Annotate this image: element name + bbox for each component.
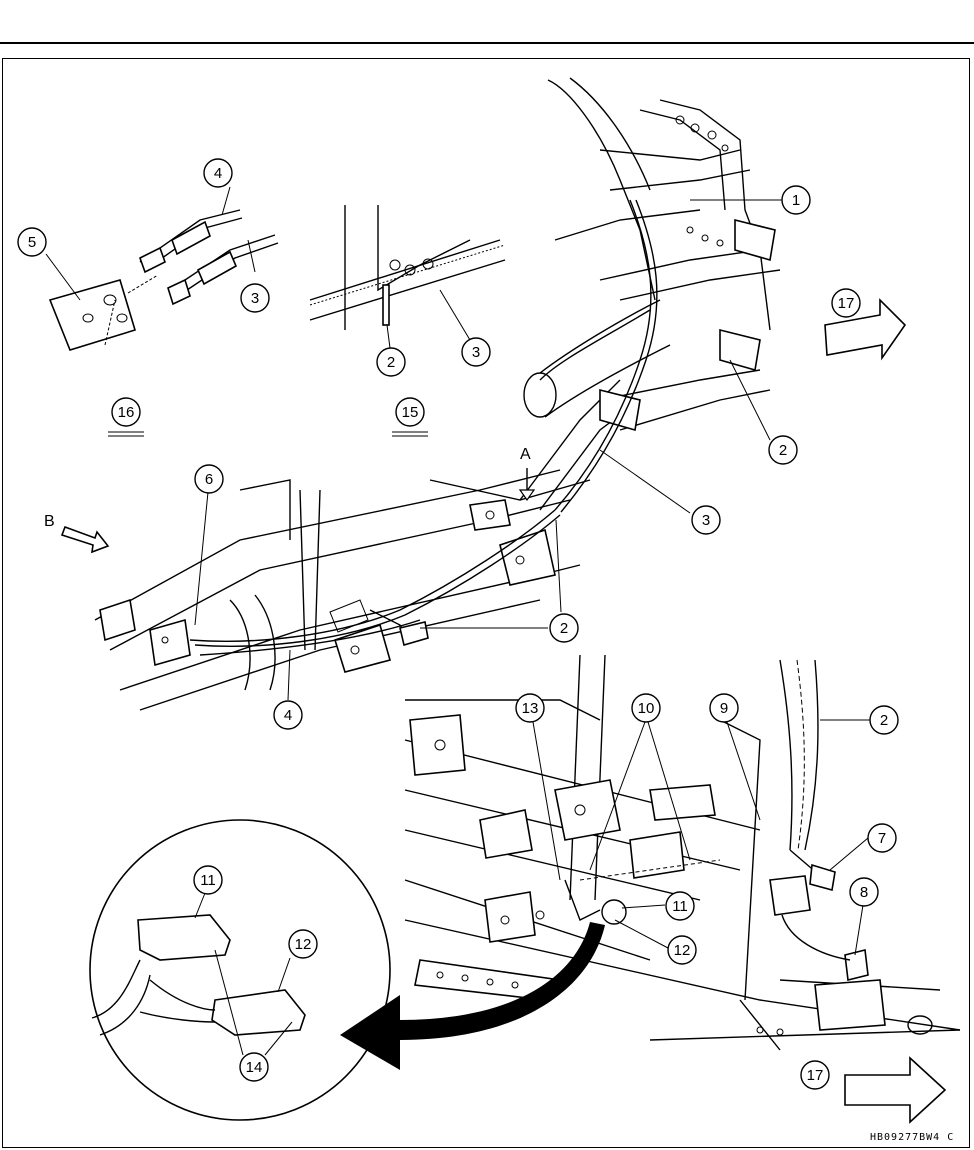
vehicle-frame-middle xyxy=(94,469,591,711)
svg-text:15: 15 xyxy=(402,404,419,421)
callout-7: 7 xyxy=(867,823,897,853)
callout-4-mid: 4 xyxy=(273,700,303,730)
callout-1: 1 xyxy=(781,185,811,215)
svg-text:7: 7 xyxy=(878,830,886,847)
diagram-frame xyxy=(2,58,970,1148)
callout-12-circle: 12 xyxy=(288,929,318,959)
svg-text:14: 14 xyxy=(246,1059,263,1076)
callout-9: 9 xyxy=(709,693,739,723)
callout-17-lower: 17 xyxy=(800,1060,830,1090)
svg-text:4: 4 xyxy=(214,165,222,182)
svg-text:10: 10 xyxy=(638,700,655,717)
svg-text:3: 3 xyxy=(472,344,480,361)
svg-text:3: 3 xyxy=(702,512,710,529)
detail-label-15: 15 xyxy=(392,397,428,437)
leader-lines xyxy=(45,186,870,1056)
svg-text:6: 6 xyxy=(205,471,213,488)
svg-text:11: 11 xyxy=(200,872,216,889)
svg-text:5: 5 xyxy=(28,234,36,251)
svg-text:2: 2 xyxy=(387,354,395,371)
callout-8: 8 xyxy=(849,877,879,907)
callout-5: 5 xyxy=(17,227,47,257)
callout-3-detail: 3 xyxy=(461,337,491,367)
callout-11-lower: 11 xyxy=(665,891,695,921)
cable-2-lower xyxy=(564,659,851,961)
svg-text:4: 4 xyxy=(284,707,292,724)
svg-text:3: 3 xyxy=(251,290,259,307)
callouts: 1 4 5 3 2 3 2 3 6 2 4 13 10 9 2 7 8 11 1… xyxy=(17,158,899,1090)
callout-2-upper-right: 2 xyxy=(768,435,798,465)
svg-text:16: 16 xyxy=(118,404,135,421)
callout-2-detail: 2 xyxy=(376,347,406,377)
svg-text:11: 11 xyxy=(672,898,688,915)
svg-text:2: 2 xyxy=(560,620,568,637)
detail-16-cable-ends xyxy=(48,209,279,351)
svg-text:12: 12 xyxy=(674,942,691,959)
callout-10: 10 xyxy=(631,693,661,723)
vehicle-frame-lower xyxy=(404,654,961,1051)
svg-text:8: 8 xyxy=(860,884,868,901)
cable-3-upper xyxy=(554,199,658,513)
callout-6: 6 xyxy=(194,464,224,494)
callout-3-top-left: 3 xyxy=(240,283,270,313)
view-label-b: B xyxy=(44,513,55,530)
callout-2-lower: 2 xyxy=(869,705,899,735)
svg-text:17: 17 xyxy=(807,1067,824,1084)
callout-17-upper: 17 xyxy=(831,288,861,318)
magnified-detail-11-12 xyxy=(89,819,391,1121)
drawing-code: HB09277BW4 C xyxy=(870,1132,954,1143)
view-label-a: A xyxy=(520,446,531,463)
callout-12-lower: 12 xyxy=(667,935,697,965)
svg-text:13: 13 xyxy=(522,700,539,717)
svg-text:1: 1 xyxy=(792,192,800,209)
callout-14: 14 xyxy=(239,1052,269,1082)
svg-text:12: 12 xyxy=(295,936,312,953)
zoom-arrow xyxy=(340,899,627,1070)
callout-13: 13 xyxy=(515,693,545,723)
view-arrow-a: A xyxy=(518,446,536,502)
front-arrow-lower xyxy=(844,1056,947,1124)
callout-11-circle: 11 xyxy=(193,865,223,895)
svg-text:17: 17 xyxy=(838,295,855,312)
callout-3-mid: 3 xyxy=(691,505,721,535)
view-arrow-b: B xyxy=(44,513,110,554)
callout-2-mid: 2 xyxy=(549,613,579,643)
vehicle-frame-upper xyxy=(519,77,781,511)
front-arrow-upper xyxy=(824,298,907,361)
svg-text:9: 9 xyxy=(720,700,728,717)
cables-middle xyxy=(189,509,561,656)
detail-15-cable-clamp xyxy=(309,205,506,330)
svg-text:2: 2 xyxy=(779,442,787,459)
detail-label-16: 16 xyxy=(108,397,144,437)
svg-text:2: 2 xyxy=(880,712,888,729)
header-rule xyxy=(0,42,974,44)
callout-4-top: 4 xyxy=(203,158,233,188)
